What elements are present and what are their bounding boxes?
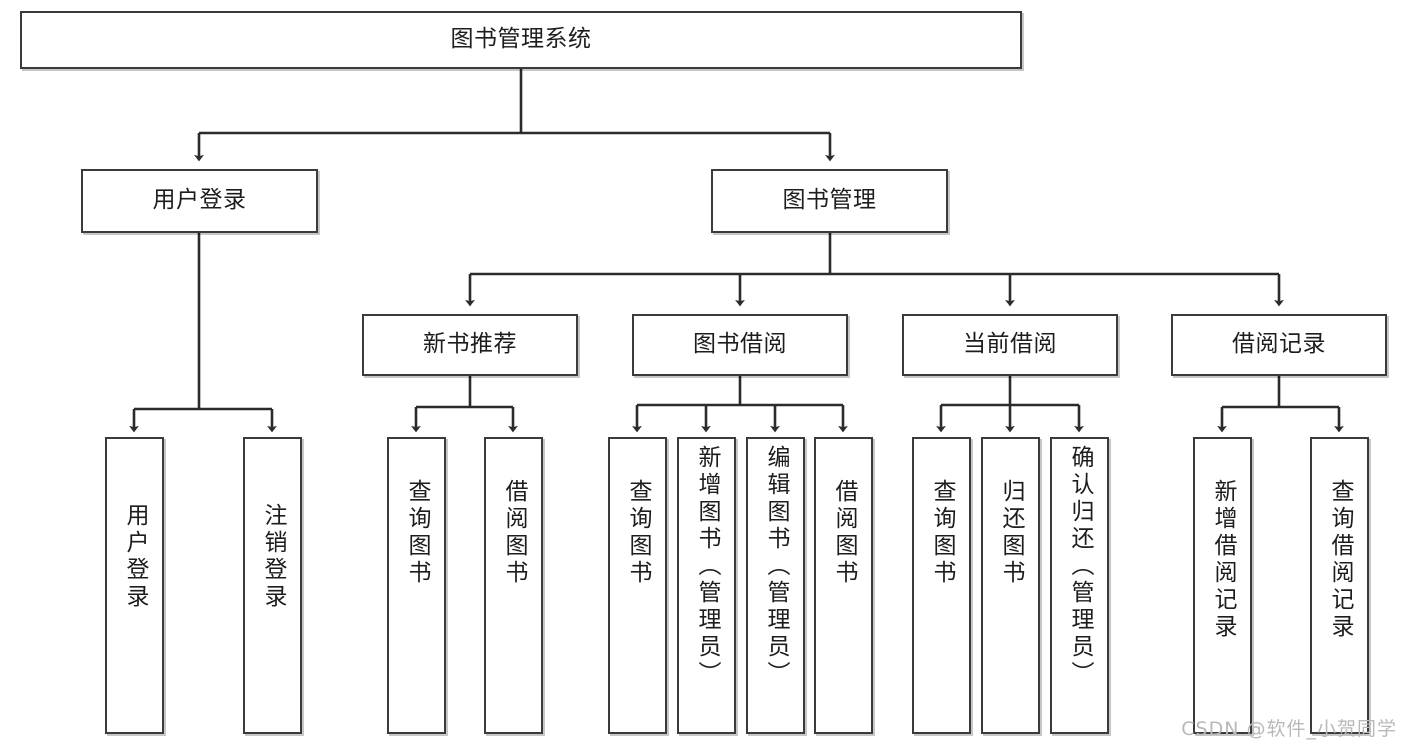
node-leaf-edit-book-admin[interactable]: 编辑图书（管理员） xyxy=(746,437,805,734)
node-leaf-borrow-book[interactable]: 借阅图书 xyxy=(814,437,873,734)
node-leaf-return-book[interactable]: 归还图书 xyxy=(981,437,1040,734)
node-label: 新增借阅记录 xyxy=(1210,479,1236,641)
node-leaf-user-login[interactable]: 用户登录 xyxy=(105,437,164,734)
node-label: 图书管理系统 xyxy=(450,26,592,53)
node-label: 用户登录 xyxy=(152,187,247,214)
csdn-watermark: CSDN @软件_小贺同学 xyxy=(1181,718,1397,740)
node-leaf-query-book-borrow[interactable]: 查询图书 xyxy=(608,437,667,734)
node-book-borrow[interactable]: 图书借阅 xyxy=(632,314,848,376)
node-leaf-add-book-admin[interactable]: 新增图书（管理员） xyxy=(677,437,736,734)
node-label: 借阅图书 xyxy=(831,479,857,587)
node-leaf-query-borrow-record[interactable]: 查询借阅记录 xyxy=(1310,437,1369,734)
node-label: 查询图书 xyxy=(625,479,651,587)
node-label: 注销登录 xyxy=(260,503,286,611)
node-label: 新书推荐 xyxy=(423,331,517,358)
node-label: 借阅记录 xyxy=(1232,331,1326,358)
node-label: 查询图书 xyxy=(404,479,430,587)
node-label: 归还图书 xyxy=(998,479,1024,587)
node-leaf-add-borrow-record[interactable]: 新增借阅记录 xyxy=(1193,437,1252,734)
node-borrow-record[interactable]: 借阅记录 xyxy=(1171,314,1387,376)
node-label: 查询图书 xyxy=(929,479,955,587)
node-label: 当前借阅 xyxy=(963,331,1057,358)
node-new-book-recommend[interactable]: 新书推荐 xyxy=(362,314,578,376)
node-label: 图书借阅 xyxy=(693,331,787,358)
node-user-login[interactable]: 用户登录 xyxy=(81,169,318,233)
node-label: 图书管理 xyxy=(782,187,877,214)
node-label: 查询借阅记录 xyxy=(1327,479,1353,641)
node-label: 借阅图书 xyxy=(501,479,527,587)
node-leaf-query-book-current[interactable]: 查询图书 xyxy=(912,437,971,734)
node-current-borrow[interactable]: 当前借阅 xyxy=(902,314,1118,376)
node-label: 确认归还（管理员） xyxy=(1067,445,1093,688)
node-label: 用户登录 xyxy=(122,503,148,611)
node-leaf-logout[interactable]: 注销登录 xyxy=(243,437,302,734)
node-label: 编辑图书（管理员） xyxy=(763,445,789,688)
node-label: 新增图书（管理员） xyxy=(694,445,720,688)
node-leaf-confirm-return-admin[interactable]: 确认归还（管理员） xyxy=(1050,437,1109,734)
node-leaf-borrow-book-recommend[interactable]: 借阅图书 xyxy=(484,437,543,734)
node-leaf-query-book-recommend[interactable]: 查询图书 xyxy=(387,437,446,734)
node-root-book-management-system[interactable]: 图书管理系统 xyxy=(20,11,1022,69)
node-book-management[interactable]: 图书管理 xyxy=(711,169,948,233)
